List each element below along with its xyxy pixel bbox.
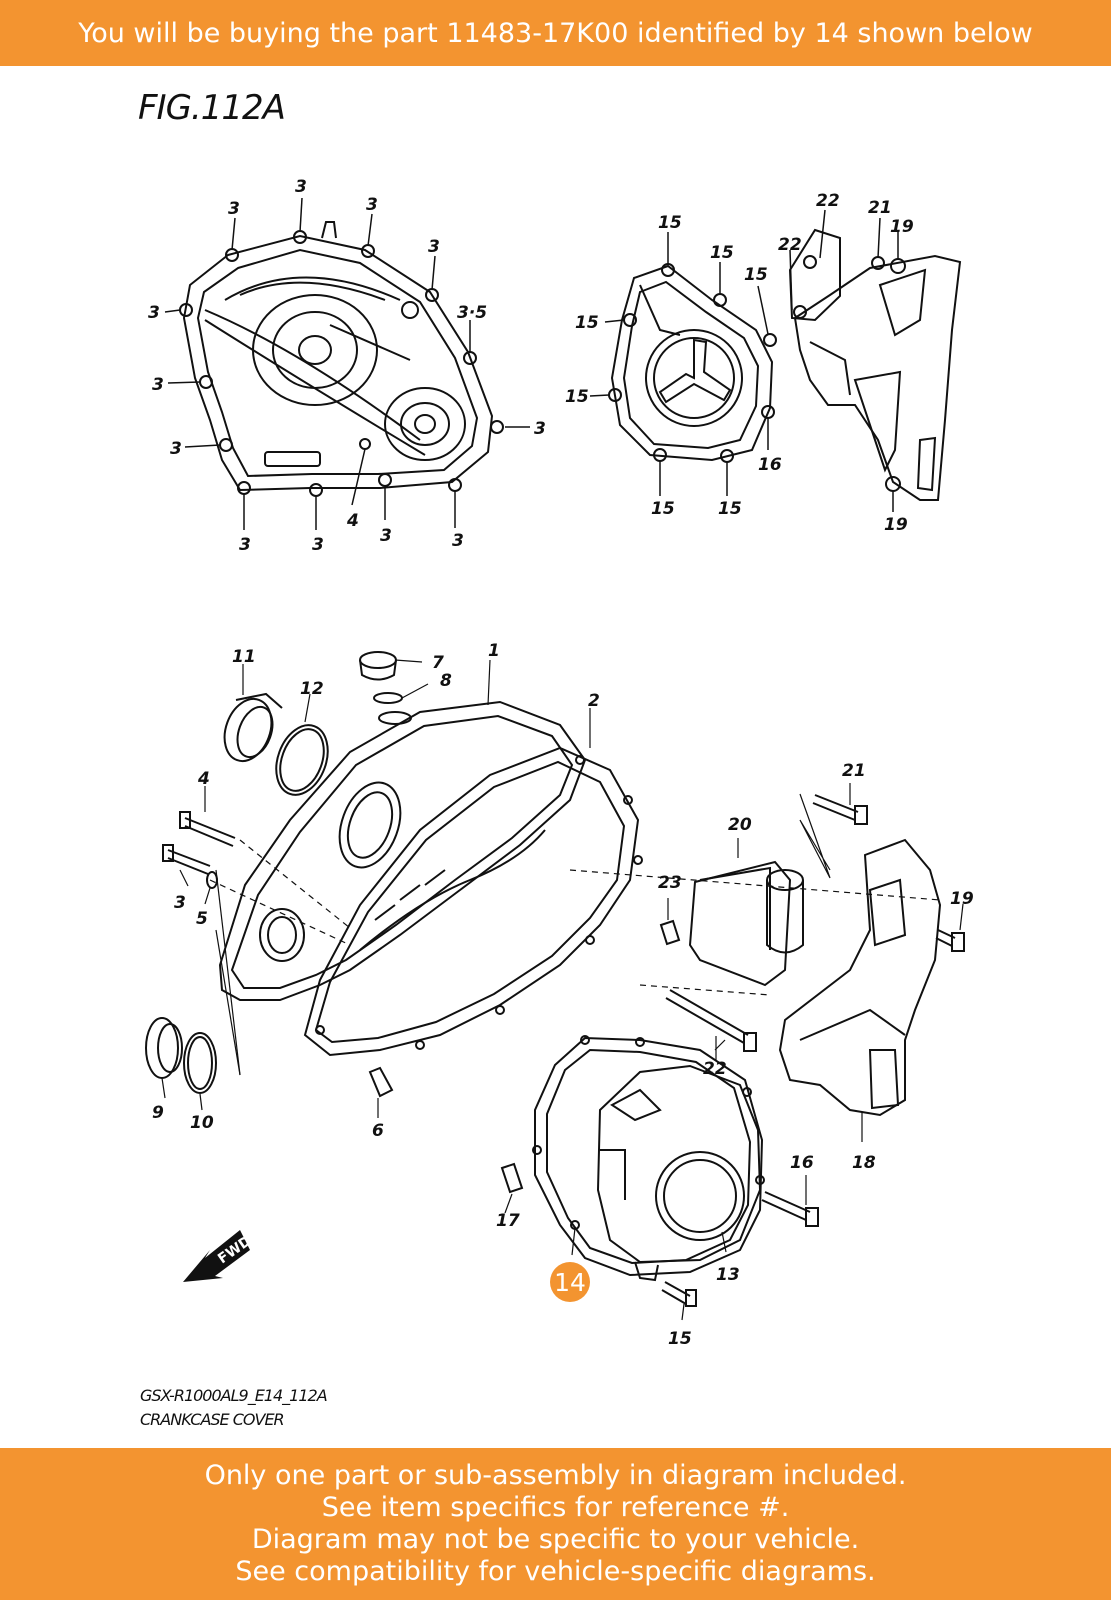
clutch-cover-upper xyxy=(182,221,494,492)
sprocket-leaders xyxy=(667,783,964,1142)
svg-text:9: 9 xyxy=(152,1103,164,1123)
svg-text:4: 4 xyxy=(197,769,210,789)
svg-text:3: 3 xyxy=(380,526,392,546)
bottom-banner-line: Only one part or sub-assembly in diagram… xyxy=(204,1460,907,1491)
svg-text:1: 1 xyxy=(488,641,500,661)
figure-title: FIG.112A xyxy=(138,88,286,128)
generator-cover-bolt-bosses xyxy=(608,263,777,463)
sprocket-cover-upper xyxy=(788,228,962,501)
bottom-banner-line: Diagram may not be specific to your vehi… xyxy=(251,1524,860,1555)
oil-seal-9 xyxy=(145,1017,183,1079)
clutch-cover-leaders xyxy=(164,197,530,530)
svg-text:3: 3 xyxy=(428,237,440,257)
bracket-20 xyxy=(688,860,804,987)
lower-leaders xyxy=(161,659,591,1118)
svg-text:22: 22 xyxy=(816,191,840,211)
top-banner: You will be buying the part 11483-17K00 … xyxy=(0,0,1111,66)
dowel-17 xyxy=(500,1162,524,1194)
alignment-lines xyxy=(209,839,941,996)
sprocket-cover-18 xyxy=(778,838,942,1117)
svg-text:23: 23 xyxy=(658,873,682,893)
svg-text:3: 3 xyxy=(228,199,240,219)
svg-text:3: 3 xyxy=(170,439,182,459)
fwd-arrow xyxy=(183,1230,250,1282)
svg-text:15: 15 xyxy=(651,499,675,519)
svg-text:16: 16 xyxy=(758,455,782,475)
svg-text:17: 17 xyxy=(496,1211,520,1231)
svg-text:12: 12 xyxy=(300,679,324,699)
svg-text:13: 13 xyxy=(716,1265,740,1285)
svg-text:6: 6 xyxy=(372,1121,384,1141)
svg-text:21: 21 xyxy=(842,761,866,781)
svg-text:3: 3 xyxy=(295,177,307,197)
svg-text:15: 15 xyxy=(668,1329,692,1349)
svg-text:11: 11 xyxy=(232,647,256,667)
o-ring-8 xyxy=(373,692,403,704)
svg-text:15: 15 xyxy=(575,313,599,333)
bolt-22 xyxy=(665,989,757,1052)
svg-text:18: 18 xyxy=(852,1153,876,1173)
svg-text:3·5: 3·5 xyxy=(457,303,487,323)
bolt-16 xyxy=(761,1191,819,1227)
bolt-3 xyxy=(162,844,211,875)
bolt-19 xyxy=(935,929,965,952)
svg-text:15: 15 xyxy=(718,499,742,519)
bottom-banner-line: See compatibility for vehicle-specific d… xyxy=(235,1556,876,1587)
generator-cover-13 xyxy=(596,1064,762,1282)
svg-text:5: 5 xyxy=(196,909,208,929)
sprocket-cover-leaders xyxy=(789,209,899,512)
svg-text:19: 19 xyxy=(890,217,914,237)
clutch-cover-bolt-bosses xyxy=(179,230,504,497)
bottom-banner-line: See item specifics for reference #. xyxy=(321,1492,790,1523)
highlight-label: 14 xyxy=(554,1268,586,1297)
svg-text:3: 3 xyxy=(452,531,464,551)
svg-text:15: 15 xyxy=(658,213,682,233)
bolt-15-lower xyxy=(661,1281,697,1307)
svg-text:15: 15 xyxy=(565,387,589,407)
svg-text:10: 10 xyxy=(190,1113,214,1133)
bottom-banner: Only one part or sub-assembly in diagram… xyxy=(0,1448,1111,1600)
washer-5 xyxy=(206,871,218,889)
svg-text:20: 20 xyxy=(728,815,752,835)
svg-text:19: 19 xyxy=(950,889,974,909)
svg-text:3: 3 xyxy=(366,195,378,215)
bolt-4 xyxy=(179,811,236,847)
svg-text:22: 22 xyxy=(778,235,802,255)
bolt-21 xyxy=(812,794,868,825)
oil-seal-11 xyxy=(223,692,283,762)
dowel-23 xyxy=(659,919,681,946)
svg-text:3: 3 xyxy=(312,535,324,555)
gasket-crankcase xyxy=(303,746,643,1057)
svg-text:3: 3 xyxy=(239,535,251,555)
diagram-code-caption: GSX-R1000AL9_E14_112A xyxy=(140,1386,328,1405)
svg-text:3: 3 xyxy=(152,375,164,395)
dowel-6 xyxy=(368,1066,394,1098)
generator-cover-leaders xyxy=(589,232,769,496)
svg-text:2: 2 xyxy=(588,691,600,711)
crankcase-cover-lower xyxy=(218,700,587,1001)
o-ring-12 xyxy=(275,724,329,796)
o-ring-10 xyxy=(183,1032,217,1094)
svg-text:15: 15 xyxy=(710,243,734,263)
svg-text:3: 3 xyxy=(174,893,186,913)
top-banner-text: You will be buying the part 11483-17K00 … xyxy=(78,17,1033,49)
svg-text:7: 7 xyxy=(432,653,444,673)
svg-text:15: 15 xyxy=(744,265,768,285)
gasket-14 xyxy=(532,1035,765,1277)
svg-text:22: 22 xyxy=(703,1059,727,1079)
svg-text:4: 4 xyxy=(346,511,359,531)
svg-text:3: 3 xyxy=(148,303,160,323)
lower-right-leaders xyxy=(504,1039,807,1321)
svg-text:16: 16 xyxy=(790,1153,814,1173)
generator-cover-upper xyxy=(610,264,774,462)
cap-7 xyxy=(359,651,397,681)
svg-text:8: 8 xyxy=(440,671,452,691)
highlight-marker-14: 14 xyxy=(550,1262,590,1302)
svg-text:21: 21 xyxy=(868,198,892,218)
diagram-name-caption: CRANKCASE COVER xyxy=(140,1410,285,1429)
svg-text:19: 19 xyxy=(884,515,908,535)
svg-text:3: 3 xyxy=(534,419,546,439)
